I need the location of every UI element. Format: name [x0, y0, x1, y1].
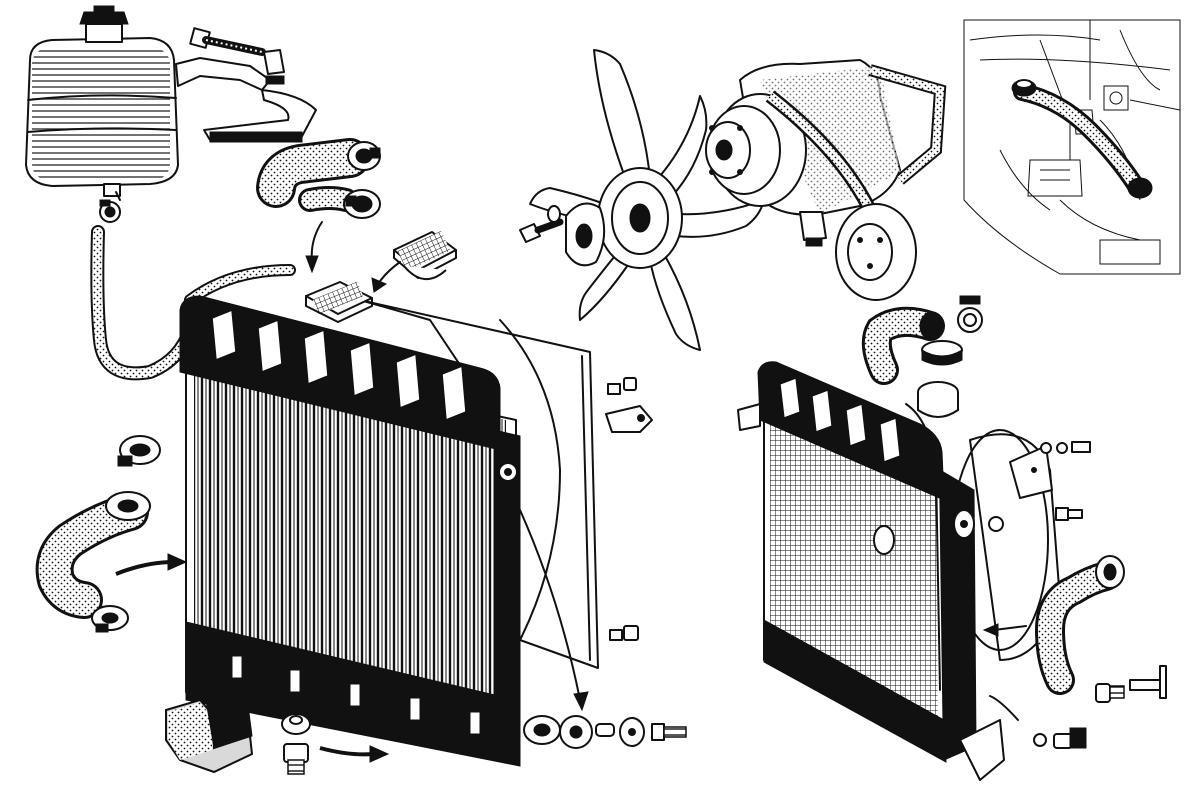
hose-icon	[35, 491, 151, 619]
radiator-icon	[737, 340, 1005, 781]
arrow-icon	[371, 261, 401, 293]
hose-clamp-icon	[117, 435, 161, 467]
expansion-tank-icon	[25, 5, 179, 201]
bolt-icon	[651, 723, 687, 741]
arrow-icon	[982, 623, 1027, 637]
drain-plug-icon	[281, 713, 311, 775]
water-pump-icon	[705, 59, 947, 301]
bracket-icon	[605, 405, 653, 433]
hose-clamp-icon	[99, 199, 121, 223]
rubber-mount-icon	[165, 689, 254, 774]
fan-shroud-icon	[951, 429, 1061, 661]
bolt-icon	[1040, 441, 1091, 521]
hose-icon	[256, 138, 381, 219]
radiator-cap-icon	[393, 230, 457, 280]
arrow-icon	[305, 221, 323, 274]
tank-hose-icon	[90, 199, 296, 381]
radiator-icon	[179, 281, 521, 767]
mounting-hardware-icon	[519, 509, 645, 749]
hose-clamp-icon	[343, 189, 381, 219]
bolt-icon	[519, 202, 606, 267]
hose-clamp-icon	[957, 295, 983, 333]
arrow-icon	[115, 553, 188, 576]
hose-clamp-icon	[91, 605, 129, 633]
arrow-icon	[319, 745, 390, 763]
hose-icon	[1034, 555, 1125, 695]
hose-icon	[861, 306, 945, 385]
bracket-icon	[175, 57, 317, 143]
bolt-icon	[189, 27, 266, 56]
nut-icon	[263, 49, 285, 85]
drain-tap-icon	[989, 665, 1167, 749]
hose-clamp-icon	[347, 141, 381, 171]
fan-icon	[529, 49, 765, 351]
engine-detail-icon	[963, 19, 1181, 275]
nut-icon	[607, 377, 639, 641]
